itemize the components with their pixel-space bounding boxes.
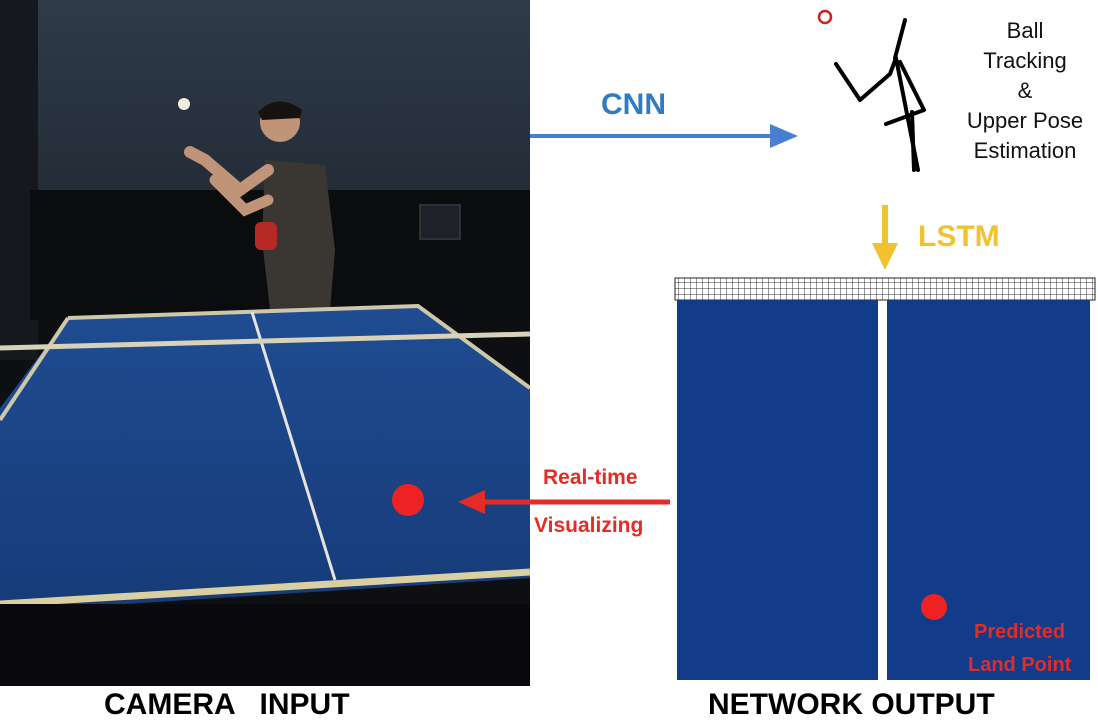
land-point-label: Land Point <box>968 654 1072 676</box>
tracking-line-upper-pose: Upper Pose <box>966 108 1084 133</box>
cnn-arrow <box>530 124 798 148</box>
output-table-net <box>674 277 1096 301</box>
tracking-line-and: & <box>1017 78 1033 103</box>
ping-pong-table <box>0 303 530 686</box>
lstm-label: LSTM <box>918 220 1000 253</box>
player-figure <box>178 98 335 310</box>
tracking-line-tracking: Tracking <box>983 48 1067 73</box>
ball-in-air <box>178 98 190 110</box>
tracking-line-ball: Ball <box>1006 18 1044 43</box>
visualizing-label: Visualizing <box>534 514 644 537</box>
camera-input-photo <box>0 0 530 686</box>
camera-input-caption: CAMERA INPUT <box>104 688 350 721</box>
tracking-estimation-label: Ball Tracking & Upper Pose Estimation <box>955 16 1095 166</box>
network-output-caption: NETWORK OUTPUT <box>708 688 995 721</box>
network-output-table <box>674 277 1096 680</box>
table-net <box>0 331 530 351</box>
visualized-land-point <box>392 484 424 516</box>
predicted-label: Predicted <box>974 621 1066 643</box>
pose-skeleton-icon <box>834 18 926 172</box>
cnn-label: CNN <box>601 88 666 121</box>
lstm-arrow <box>872 205 898 270</box>
predicted-land-point-marker <box>921 594 947 620</box>
tracking-line-estimation: Estimation <box>973 138 1077 163</box>
ball-marker-icon <box>817 9 833 25</box>
realtime-label: Real-time <box>543 466 638 489</box>
visualizing-arrow <box>458 490 670 514</box>
